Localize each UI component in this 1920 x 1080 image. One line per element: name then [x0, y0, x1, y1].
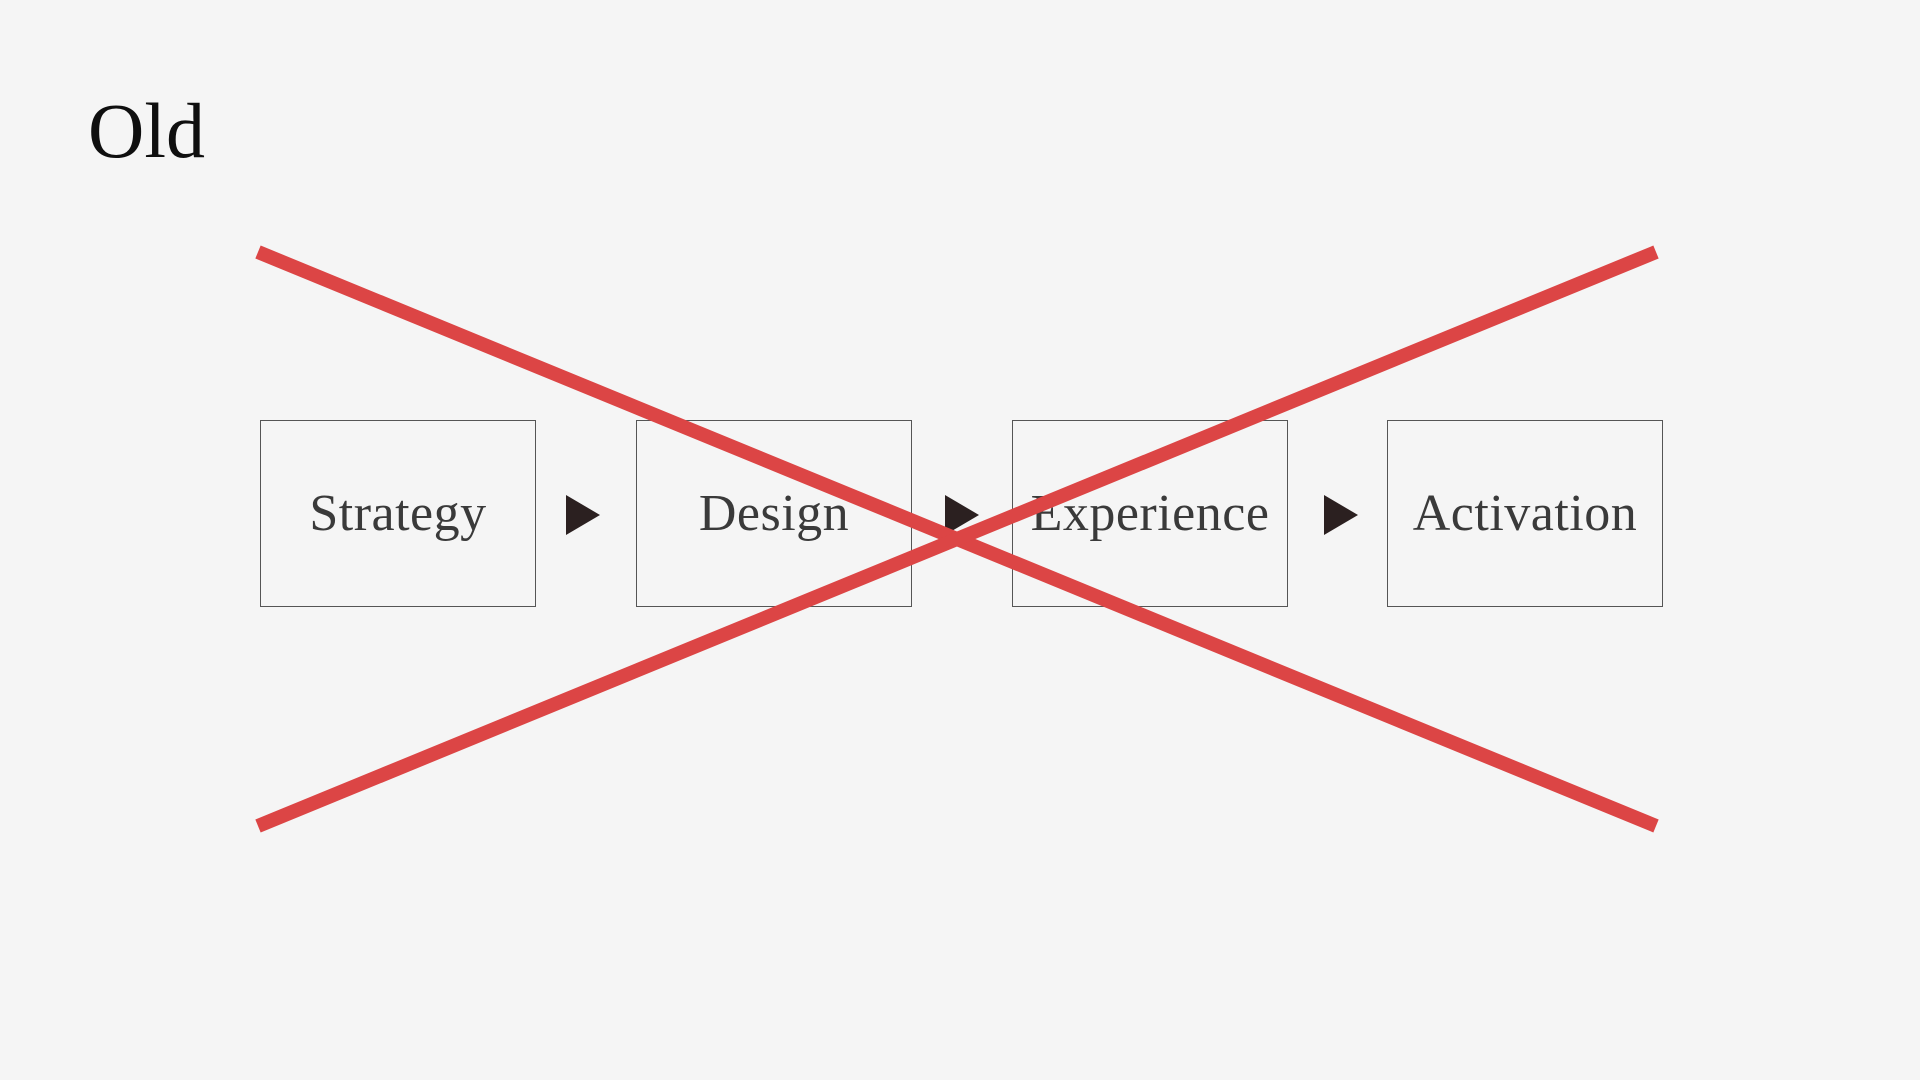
triangle-right-icon	[945, 495, 979, 535]
step-box-experience: Experience	[1012, 420, 1288, 607]
step-box-design: Design	[636, 420, 912, 607]
step-label-experience: Experience	[1030, 485, 1270, 542]
step-label-design: Design	[698, 485, 850, 542]
step-box-activation: Activation	[1387, 420, 1663, 607]
triangle-right-icon	[1324, 495, 1358, 535]
step-box-strategy: Strategy	[260, 420, 536, 607]
triangle-right-icon	[566, 495, 600, 535]
step-label-strategy: Strategy	[309, 485, 487, 542]
slide-title: Old	[88, 87, 205, 174]
step-label-activation: Activation	[1412, 485, 1638, 542]
